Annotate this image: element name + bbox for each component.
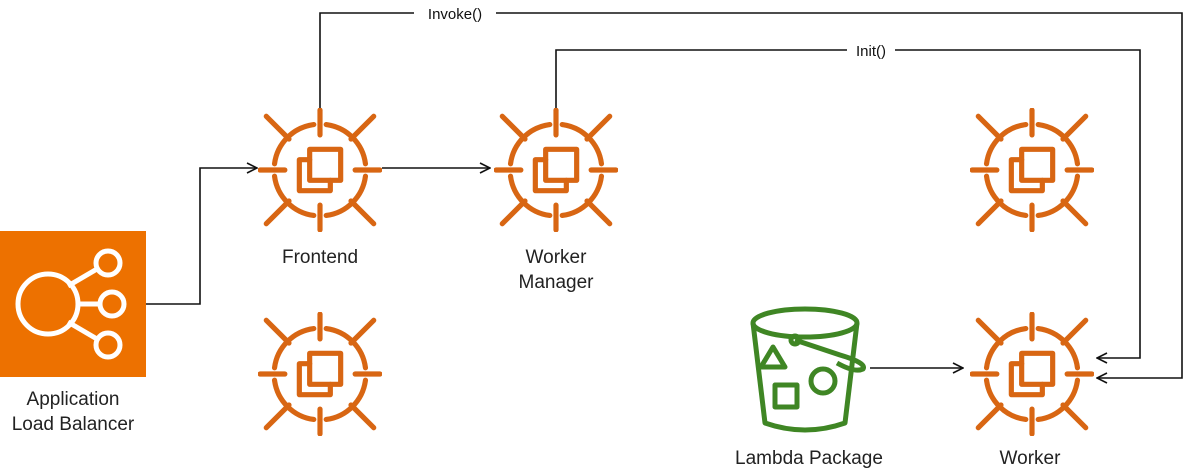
ec2-instance-icon	[260, 110, 380, 230]
edge-lb-to-frontend	[146, 168, 257, 305]
worker-manager-label-line1: Worker	[526, 247, 588, 268]
lambda-package-label: Lambda Package	[735, 448, 883, 469]
worker-manager-label-line2: Manager	[519, 272, 595, 293]
frontend-label: Frontend	[282, 247, 358, 268]
ec2-instance-icon	[260, 314, 380, 434]
s3-bucket-icon	[753, 309, 864, 430]
edge-label-init: Init()	[856, 43, 886, 60]
edge-frontend-to-worker	[319, 12, 1183, 378]
elastic-load-balancing-icon	[0, 231, 146, 377]
edge-manager-to-worker	[555, 49, 1141, 358]
worker-label: Worker	[1000, 448, 1062, 469]
load-balancer-label-line2: Load Balancer	[12, 414, 135, 435]
load-balancer-label-line1: Application	[27, 389, 120, 410]
edge-label-invoke: Invoke()	[428, 6, 482, 23]
ec2-instance-icon	[972, 110, 1092, 230]
ec2-instance-icon	[972, 314, 1092, 434]
ec2-instance-icon	[496, 110, 616, 230]
